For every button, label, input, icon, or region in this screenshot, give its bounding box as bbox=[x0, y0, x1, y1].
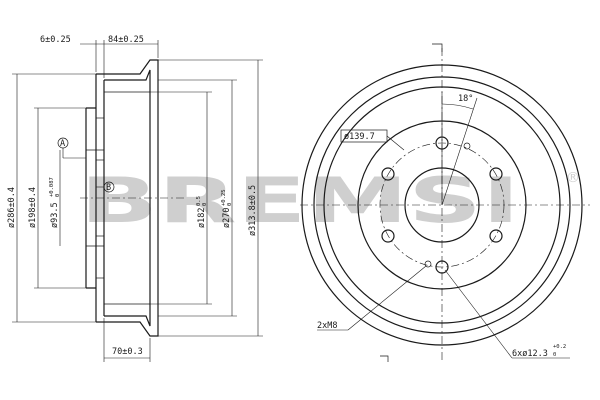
holes-tol-upper: +0.2 bbox=[553, 344, 566, 350]
dim-313-label: ø313.8±0.5 bbox=[248, 185, 258, 236]
angle-arc bbox=[441, 103, 474, 110]
hub-face bbox=[85, 107, 96, 289]
thread-hole-2 bbox=[424, 260, 432, 268]
holes-label: 6xø12.3 bbox=[512, 349, 548, 359]
angle-label: 18° bbox=[458, 94, 473, 104]
thread-leader bbox=[347, 265, 427, 331]
dim-198-label: ø198±0.4 bbox=[28, 187, 38, 228]
drum-inner-wall bbox=[104, 69, 151, 327]
dim-93-tol-upper: +0.087 bbox=[49, 177, 55, 197]
dim-182-tol-upper: 0.5 bbox=[196, 196, 202, 206]
thread-hole-1 bbox=[463, 142, 471, 150]
bottom-dim-70: 70±0.3 bbox=[112, 347, 143, 357]
datum-b-label: B bbox=[106, 183, 111, 193]
thread-label: 2xM8 bbox=[317, 321, 337, 331]
dim-270-tol-upper: +0.25 bbox=[221, 189, 227, 206]
watermark-brand: BREMSI bbox=[80, 164, 520, 237]
stud-hole-3 bbox=[489, 229, 503, 243]
datum-a-label: A bbox=[60, 139, 65, 149]
dim-93-group: ø93.5 +0.087 0 bbox=[49, 177, 61, 228]
braking-circle bbox=[323, 86, 561, 324]
angle-ref-line-2 bbox=[441, 97, 478, 206]
dim-182-group: ø182 0.5 0 bbox=[196, 196, 208, 228]
drum-section-outline bbox=[96, 59, 159, 337]
stud-hole-4 bbox=[435, 260, 449, 274]
top-dim-84: 84±0.25 bbox=[108, 35, 144, 45]
holes-tol-lower: 0 bbox=[553, 352, 556, 358]
drum-outer-circle bbox=[301, 64, 583, 346]
side-view: A B 6±0.25 84±0.25 70±0.3 bbox=[7, 35, 263, 362]
dim-93-label: ø93.5 bbox=[50, 202, 60, 228]
front-view: 18° ø139.7 2xM8 6xø12.3 +0.2 0 bbox=[300, 43, 590, 362]
view-arrow-top bbox=[432, 43, 443, 52]
view-arrow-bottom bbox=[380, 355, 389, 362]
watermark-registered-mark: ® bbox=[566, 170, 580, 186]
stud-hole-6 bbox=[381, 167, 395, 181]
top-dim-6: 6±0.25 bbox=[40, 35, 71, 45]
dim-270-tol-lower: 0 bbox=[227, 203, 233, 206]
pcd-label: ø139.7 bbox=[344, 132, 375, 142]
pcd-leader bbox=[386, 135, 405, 151]
dim-286-label: ø286±0.4 bbox=[7, 187, 17, 228]
stud-hole-2 bbox=[489, 167, 503, 181]
holes-leader bbox=[444, 269, 513, 359]
dim-270-label: ø270 bbox=[222, 208, 232, 228]
watermark: BREMSI ® bbox=[80, 164, 580, 237]
stud-hole-5 bbox=[381, 229, 395, 243]
dim-93-tol-lower: 0 bbox=[55, 194, 61, 197]
dim-182-tol-lower: 0 bbox=[202, 203, 208, 206]
dim-270-group: ø270 +0.25 0 bbox=[221, 189, 233, 228]
dim-182-label: ø182 bbox=[197, 208, 207, 228]
drum-rim-circle bbox=[313, 76, 571, 334]
